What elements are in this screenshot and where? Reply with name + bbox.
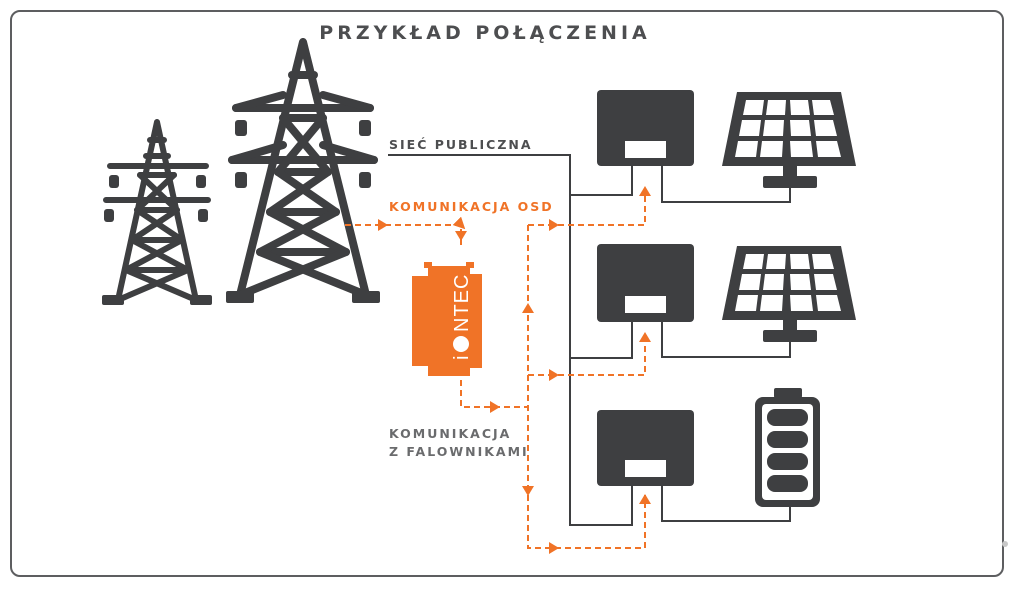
iontec-brand-prefix: i <box>451 356 473 360</box>
small-pylon-feet <box>102 175 212 305</box>
iontec-device-icon: i NTEC <box>412 262 482 376</box>
iontec-brand-text: NTEC <box>451 274 473 332</box>
inverter-2 <box>597 244 694 322</box>
public-grid-label: SIEĆ PUBLICZNA <box>389 137 533 152</box>
inverter-3 <box>597 410 694 486</box>
diagram-frame <box>10 10 1004 577</box>
solar-panel-icon <box>722 246 856 342</box>
iontec-logo-mark <box>453 336 469 352</box>
inverter-1 <box>597 90 694 166</box>
inverter-source-lines <box>661 165 791 522</box>
osd-communication-label: KOMUNIKACJA OSD <box>389 199 554 214</box>
inverter-communication-label-line1: KOMUNIKACJA <box>389 426 511 441</box>
solar-panel-icon <box>722 92 856 188</box>
battery-icon <box>755 388 820 507</box>
inverter-communication-lines <box>460 188 646 549</box>
large-pylon-feet <box>226 120 380 303</box>
osd-communication-line <box>345 216 466 248</box>
communication-arrows <box>378 186 651 554</box>
large-pylon-icon <box>228 38 378 299</box>
corner-dot <box>1002 541 1008 547</box>
inverter-communication-label-line2: Z FALOWNIKAMI <box>389 444 529 459</box>
public-grid-line <box>388 154 633 526</box>
page-title: PRZYKŁAD POŁĄCZENIA <box>319 22 650 44</box>
small-pylon-icon <box>103 119 211 303</box>
